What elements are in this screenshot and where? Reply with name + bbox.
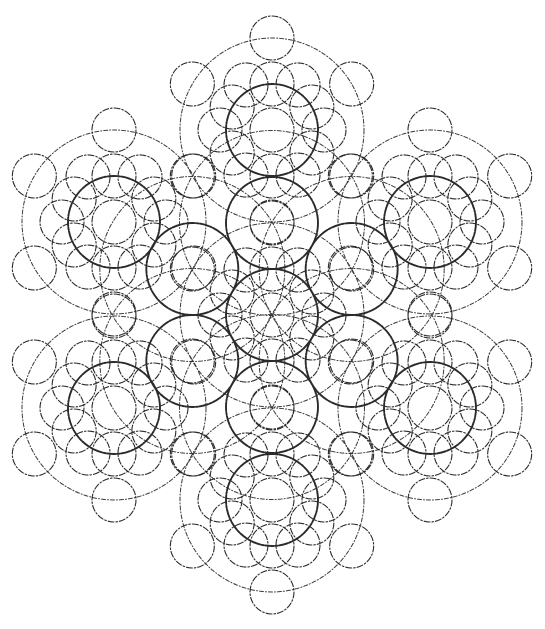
mid-circle xyxy=(40,386,84,430)
hub-center-circle xyxy=(92,386,136,430)
hub-bold-ring xyxy=(68,176,160,268)
hub-center-circle xyxy=(408,386,452,430)
hub-bold-ring xyxy=(384,362,476,454)
mid-circle xyxy=(144,200,188,244)
hub-bold-ring xyxy=(68,362,160,454)
mid-circle xyxy=(356,200,400,244)
mid-circle xyxy=(460,200,504,244)
mid-circle xyxy=(40,200,84,244)
mid-circle xyxy=(302,478,346,522)
mid-circle xyxy=(198,478,242,522)
mid-circle xyxy=(460,386,504,430)
outer-arc-layer xyxy=(22,38,522,592)
mid-circle xyxy=(198,108,242,152)
mid-circle xyxy=(144,386,188,430)
mid-circle xyxy=(302,108,346,152)
mid-circle xyxy=(356,386,400,430)
hub-center-circle xyxy=(408,200,452,244)
hub-bold-ring xyxy=(384,176,476,268)
hub-center-circle xyxy=(92,200,136,244)
